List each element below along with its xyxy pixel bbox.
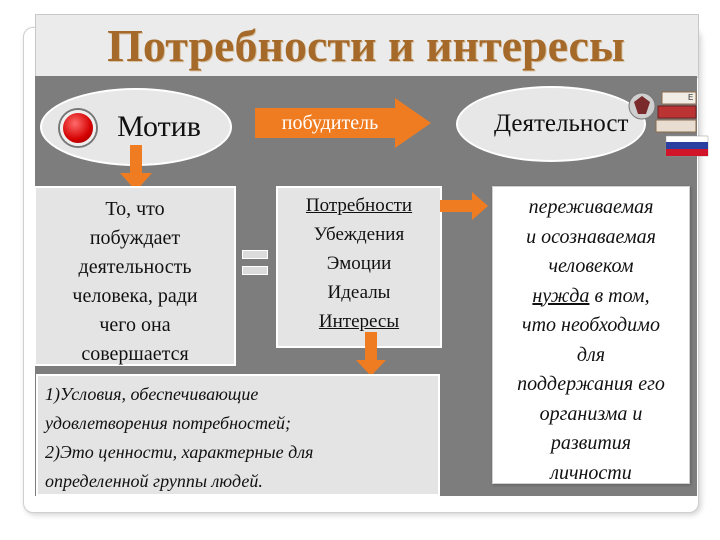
definition-line: чего она xyxy=(99,314,171,336)
definition-line: человека, ради xyxy=(72,285,198,307)
needs-list-box: Потребности Убеждения Эмоции Идеалы Инте… xyxy=(276,186,442,348)
definition-line: совершается xyxy=(81,343,189,365)
equals-bar xyxy=(242,266,268,275)
slide-title: Потребности и интересы xyxy=(107,19,625,71)
need-line: поддержания его xyxy=(517,373,665,395)
motivator-label: побудитель xyxy=(281,112,379,134)
need-line: и осознаваемая xyxy=(526,225,656,248)
svg-text:Е: Е xyxy=(688,93,693,102)
need-line: организма и xyxy=(539,402,643,425)
need-line: нужда в том, xyxy=(493,282,689,312)
needs-item: Интересы xyxy=(318,311,400,332)
need-word: нужда xyxy=(532,284,590,307)
need-line: личности xyxy=(550,461,632,484)
definition-line: побуждает xyxy=(89,227,181,249)
needs-item: Эмоции xyxy=(326,253,392,274)
right-arrow-icon xyxy=(255,98,431,148)
motive-label: Мотив xyxy=(117,110,201,143)
need-line: переживаемая xyxy=(528,196,654,218)
need-line: развития xyxy=(550,432,632,454)
conditions-line: 2)Это ценности, характерные для xyxy=(45,442,314,462)
red-bullet-icon xyxy=(60,110,96,146)
right-arrow-icon xyxy=(440,192,488,220)
definition-line: деятельность xyxy=(78,256,192,278)
down-arrow-icon xyxy=(120,145,152,191)
definition-line: То, что xyxy=(105,198,165,220)
motive-definition-box: То, что побуждает деятельность человека,… xyxy=(34,186,236,366)
need-line: что необходимо xyxy=(522,314,660,336)
activity-label: Деятельност xyxy=(494,110,629,137)
needs-item: Идеалы xyxy=(327,282,391,303)
interests-definition-box: 1)Условия, обеспечивающие удовлетворения… xyxy=(36,374,440,496)
down-arrow-icon xyxy=(356,332,386,376)
activity-ellipse: Деятельност xyxy=(456,86,646,162)
books-emblem-icon: Е xyxy=(628,91,709,157)
conditions-line: определенной группы людей. xyxy=(45,471,263,491)
title-bar xyxy=(35,14,699,78)
conditions-line: 1)Условия, обеспечивающие xyxy=(45,384,259,404)
need-line: человеком xyxy=(548,255,634,277)
needs-item: Убеждения xyxy=(313,224,405,245)
need-definition-box: переживаемая и осознаваемая человеком ну… xyxy=(492,186,690,484)
need-line-rest: в том, xyxy=(589,284,650,307)
needs-item: Потребности xyxy=(305,195,413,216)
equals-sign xyxy=(242,250,268,278)
need-line: для xyxy=(576,343,606,366)
equals-bar xyxy=(242,250,268,259)
conditions-line: удовлетворения потребностей; xyxy=(45,413,291,433)
motivator-arrow: побудитель xyxy=(255,98,433,148)
